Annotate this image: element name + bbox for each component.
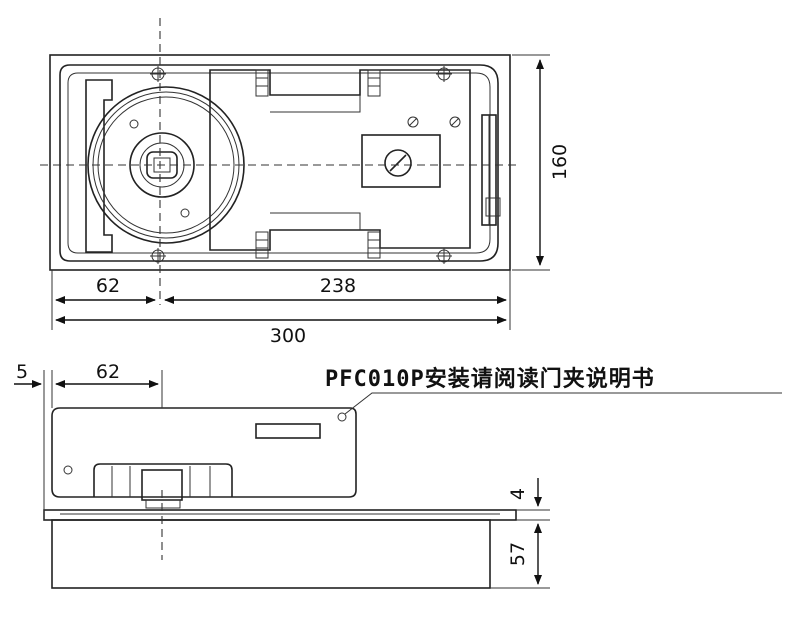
dimension-label-300: 300 — [270, 325, 306, 347]
dimension-depth: 4 57 — [490, 478, 550, 589]
spindle-outer-disc — [87, 86, 245, 244]
spring-body — [209, 69, 471, 251]
spindle-hub — [129, 132, 195, 198]
cement-box — [51, 519, 491, 589]
dimension-label-4: 4 — [507, 488, 529, 500]
dimension-label-62-top: 62 — [96, 275, 120, 297]
top-outer-plate — [49, 54, 511, 271]
top-inner-housing — [59, 64, 499, 262]
dimension-overall-300: 300 — [55, 316, 507, 347]
top-view — [40, 18, 520, 305]
dimension-row-upper: 62 238 — [51, 270, 511, 330]
dimension-label-238: 238 — [320, 275, 356, 297]
dimension-label-160: 160 — [549, 144, 571, 180]
cover-plate — [43, 509, 517, 521]
dimension-label-62-side: 62 — [96, 361, 120, 383]
left-bracket — [85, 79, 113, 253]
dimension-label-5: 5 — [16, 361, 28, 383]
side-body — [51, 407, 357, 498]
dimension-height-160: 160 — [512, 54, 571, 271]
dimension-label-57: 57 — [507, 542, 529, 566]
side-view — [43, 407, 517, 589]
dimension-row-side: 5 62 — [14, 361, 163, 520]
valve-block — [361, 134, 441, 188]
installation-note: PFC010P安装请阅读门夹说明书 — [325, 366, 782, 415]
note-text: PFC010P安装请阅读门夹说明书 — [325, 366, 655, 392]
